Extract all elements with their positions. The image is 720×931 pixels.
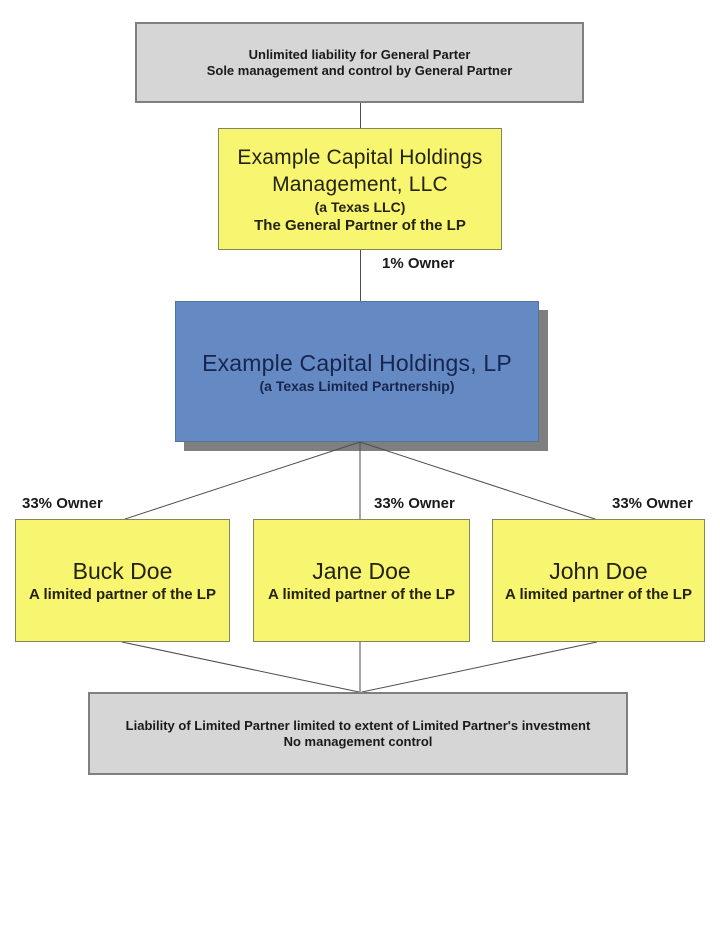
partner-role: A limited partner of the LP — [29, 586, 216, 603]
edge-lp-buck — [124, 441, 361, 520]
edge-lp-john — [359, 441, 596, 520]
partner-name: Buck Doe — [72, 558, 173, 584]
partner-name: Jane Doe — [312, 558, 411, 584]
partner-name: John Doe — [549, 558, 648, 584]
partner-role: A limited partner of the LP — [505, 586, 692, 603]
general-partner-title-line1: Example Capital Holdings — [237, 145, 483, 169]
gp-ownership-label: 1% Owner — [382, 255, 455, 272]
jane-ownership-label: 33% Owner — [374, 495, 455, 512]
limited-partnership-title: Example Capital Holdings, LP — [202, 349, 512, 376]
limited-partner-note-line2: No management control — [283, 733, 433, 749]
general-partner-note-box: Unlimited liability for General Parter S… — [135, 22, 584, 103]
limited-partner-note-line1: Liability of Limited Partner limited to … — [125, 717, 591, 733]
edge-buck-bottomnote — [121, 641, 360, 693]
partner-role: A limited partner of the LP — [268, 586, 455, 603]
partner-box-buck-doe: Buck Doe A limited partner of the LP — [15, 519, 230, 642]
limited-partner-note-box: Liability of Limited Partner limited to … — [88, 692, 628, 775]
general-partner-box: Example Capital Holdings Management, LLC… — [218, 128, 502, 250]
limited-partnership-entity-type: (a Texas Limited Partnership) — [259, 377, 455, 394]
partner-box-john-doe: John Doe A limited partner of the LP — [492, 519, 705, 642]
partner-box-jane-doe: Jane Doe A limited partner of the LP — [253, 519, 470, 642]
general-partner-note-line1: Unlimited liability for General Parter — [248, 46, 471, 62]
buck-ownership-label: 33% Owner — [22, 495, 103, 512]
general-partner-entity-type: (a Texas LLC) — [314, 198, 406, 215]
edge-john-bottomnote — [361, 641, 598, 693]
general-partner-role: The General Partner of the LP — [254, 216, 466, 234]
limited-partnership-box: Example Capital Holdings, LP (a Texas Li… — [175, 301, 539, 442]
general-partner-note-line2: Sole management and control by General P… — [206, 62, 513, 78]
general-partner-title-line2: Management, LLC — [272, 172, 448, 196]
john-ownership-label: 33% Owner — [612, 495, 693, 512]
